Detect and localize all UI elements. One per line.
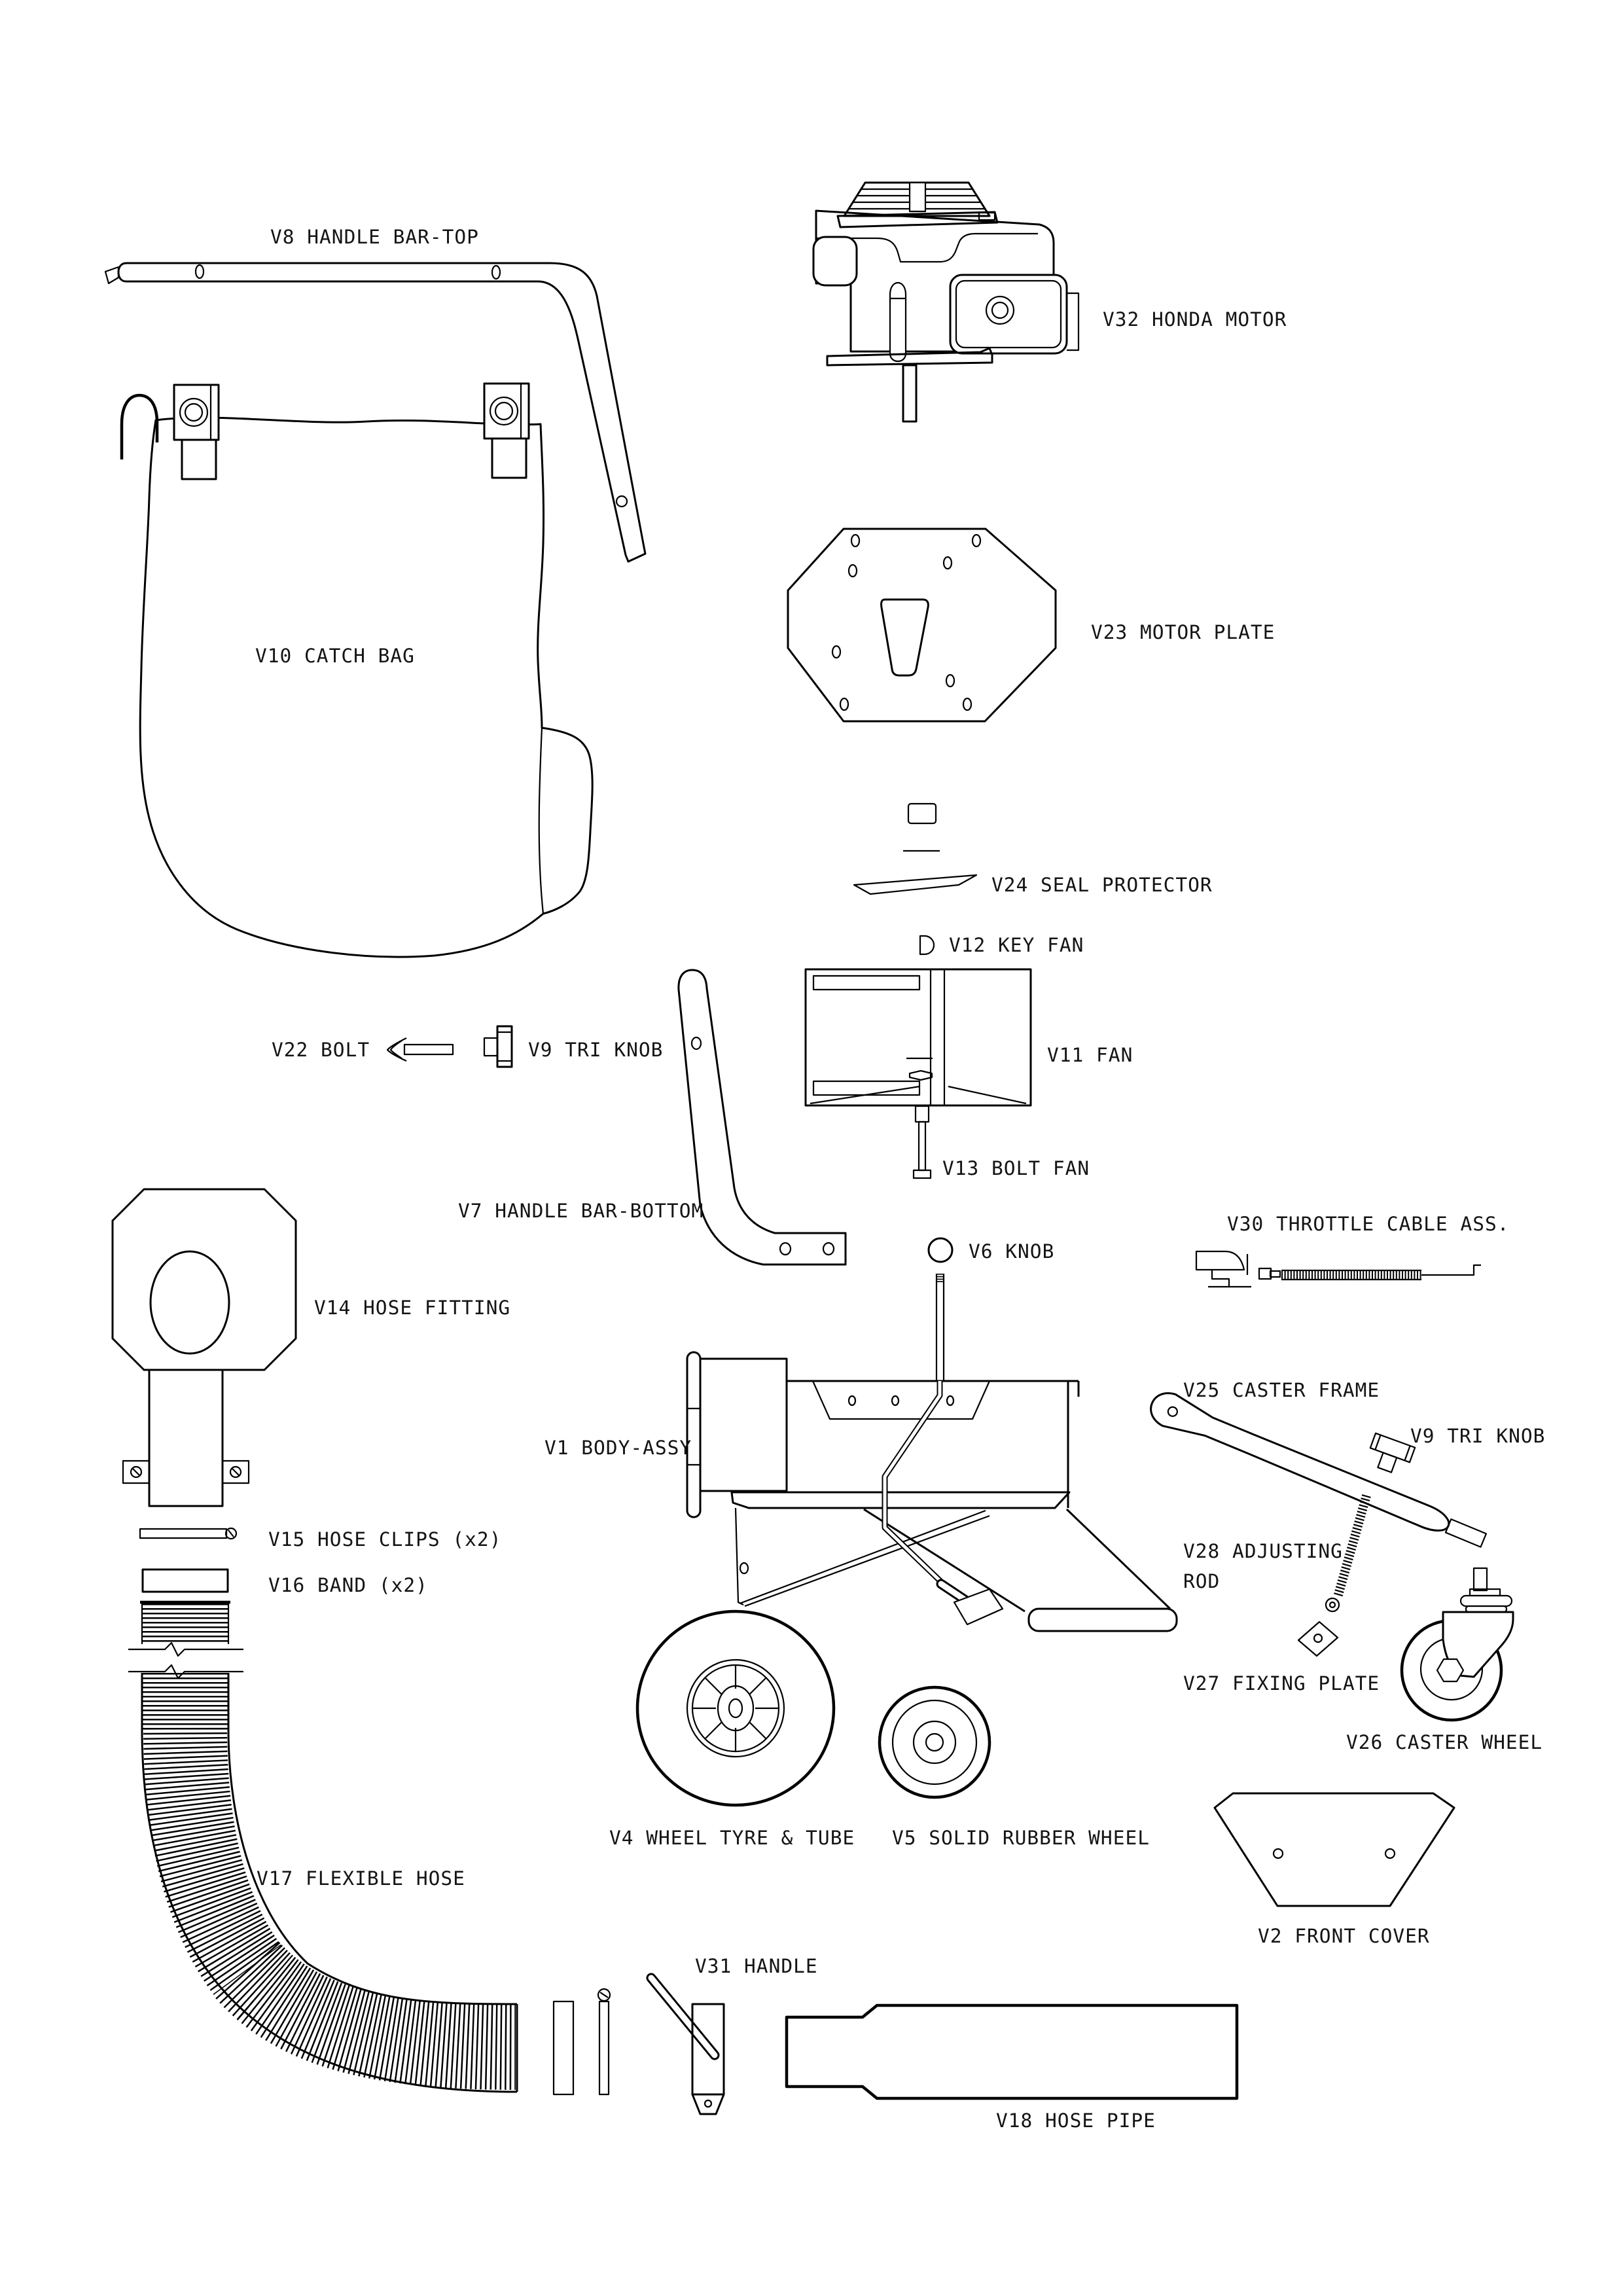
part-fixing-plate <box>1297 1621 1339 1657</box>
part-bolt-fan <box>906 1057 933 1179</box>
label-v15-hose-clips: V15 HOSE CLIPS (x2) <box>268 1528 501 1551</box>
part-seal-protector <box>853 802 978 895</box>
part-catch-bag <box>120 382 594 958</box>
air-filter-box <box>949 274 1068 355</box>
part-hose-pipe <box>785 2003 1239 2100</box>
label-v11-fan: V11 FAN <box>1047 1044 1133 1066</box>
label-v1-body-assy: V1 BODY-ASSY <box>544 1437 692 1459</box>
part-handle-bar-top <box>104 262 647 563</box>
label-v14-hose-fitting: V14 HOSE FITTING <box>314 1297 510 1319</box>
label-v32-honda-motor: V32 HONDA MOTOR <box>1103 308 1287 331</box>
bag-hook <box>120 393 159 459</box>
caster-fork <box>1442 1611 1514 1678</box>
part-motor-plate <box>787 528 1057 723</box>
bag-clip-left <box>173 384 220 480</box>
part-hose-clips <box>139 1527 238 1540</box>
label-v4-wheel-tyre-tube: V4 WHEEL TYRE & TUBE <box>609 1827 855 1849</box>
cap-slot <box>908 181 927 213</box>
label-v8-handle-bar-top: V8 HANDLE BAR-TOP <box>270 226 479 248</box>
label-v16-band: V16 BAND (x2) <box>268 1574 428 1596</box>
label-v6-knob: V6 KNOB <box>969 1240 1054 1263</box>
part-caster-frame <box>1150 1392 1488 1548</box>
label-v10-catch-bag: V10 CATCH BAG <box>255 645 415 667</box>
part-body-assy <box>686 1351 1178 1632</box>
label-v2-front-cover: V2 FRONT COVER <box>1258 1925 1430 1947</box>
chute-left-edge <box>863 1508 1026 1613</box>
label-v9-tri-knob: V9 TRI KNOB <box>528 1039 663 1061</box>
part-tri-knob <box>483 1025 513 1068</box>
label-v23-motor-plate: V23 MOTOR PLATE <box>1091 621 1275 643</box>
rod-threads <box>1333 1494 1371 1598</box>
label-v28-rod: ROD <box>1183 1570 1220 1592</box>
part-handle <box>552 1973 725 2115</box>
label-v9b-tri-knob: V9 TRI KNOB <box>1410 1425 1545 1447</box>
dipstick <box>889 281 907 363</box>
label-v12-key-fan: V12 KEY FAN <box>949 934 1084 956</box>
part-front-cover <box>1213 1792 1455 1907</box>
tyre-outline <box>635 1609 836 1807</box>
part-wheel-tyre-tube <box>635 1609 836 1807</box>
part-band <box>141 1568 229 1593</box>
body-flange <box>686 1351 702 1518</box>
part-throttle-cable <box>1195 1250 1481 1288</box>
hose-break-line <box>128 1641 243 1657</box>
part-hose-fitting <box>111 1188 297 1507</box>
part-bolt <box>386 1037 454 1062</box>
plate-slot <box>880 598 929 677</box>
part-fan <box>804 968 1032 1107</box>
body-bottom-plate <box>730 1491 1071 1509</box>
part-knob <box>927 1237 954 1381</box>
part-adjusting-rod <box>1325 1494 1371 1613</box>
label-v24-seal-protector: V24 SEAL PROTECTOR <box>991 874 1213 896</box>
label-v22-bolt: V22 BOLT <box>272 1039 370 1061</box>
label-v18-hose-pipe: V18 HOSE PIPE <box>996 2109 1156 2132</box>
label-v27-fixing-plate: V27 FIXING PLATE <box>1183 1672 1380 1695</box>
part-honda-motor <box>812 181 1080 423</box>
label-v5-solid-rubber-wheel: V5 SOLID RUBBER WHEEL <box>892 1827 1150 1849</box>
part-key-fan <box>919 935 935 956</box>
label-v13-bolt-fan: V13 BOLT FAN <box>942 1157 1090 1179</box>
label-v25-caster-frame: V25 CASTER FRAME <box>1183 1379 1380 1401</box>
chute-flange <box>1027 1607 1178 1632</box>
part-flexible-hose <box>128 1600 518 2093</box>
label-v17-flexible-hose: V17 FLEXIBLE HOSE <box>257 1867 465 1890</box>
clevis-plate <box>953 1588 1004 1626</box>
wheel-spokes <box>692 1665 779 1751</box>
caster-hub-hex <box>1436 1658 1465 1683</box>
part-solid-rubber-wheel <box>878 1685 991 1799</box>
part-tri-knob-2 <box>1369 1432 1416 1473</box>
part-handle-bar-bottom <box>677 969 847 1266</box>
label-v7-handle-bar-bottom: V7 HANDLE BAR-BOTTOM <box>458 1200 704 1222</box>
label-v26-caster-wheel: V26 CASTER WHEEL <box>1346 1731 1543 1753</box>
motor-base <box>826 347 993 367</box>
handle-pin-2 <box>598 2000 610 2096</box>
chute-right-edge <box>1065 1508 1171 1610</box>
bag-pocket-fold <box>538 727 544 914</box>
hose-break-line <box>128 1664 243 1679</box>
bar-end-stub <box>104 266 120 285</box>
handle-pin-1 <box>552 2000 575 2096</box>
motor-shaft <box>902 364 918 423</box>
part-caster-wheel <box>1400 1567 1514 1722</box>
label-v30-throttle-cable: V30 THROTTLE CABLE ASS. <box>1227 1213 1510 1235</box>
body-bracket-flap <box>812 1380 991 1420</box>
label-v28-adjusting: V28 ADJUSTING <box>1183 1540 1343 1562</box>
label-v31-handle: V31 HANDLE <box>695 1955 818 1977</box>
bag-clip-right <box>483 382 530 479</box>
motor-left-pod <box>812 236 858 287</box>
